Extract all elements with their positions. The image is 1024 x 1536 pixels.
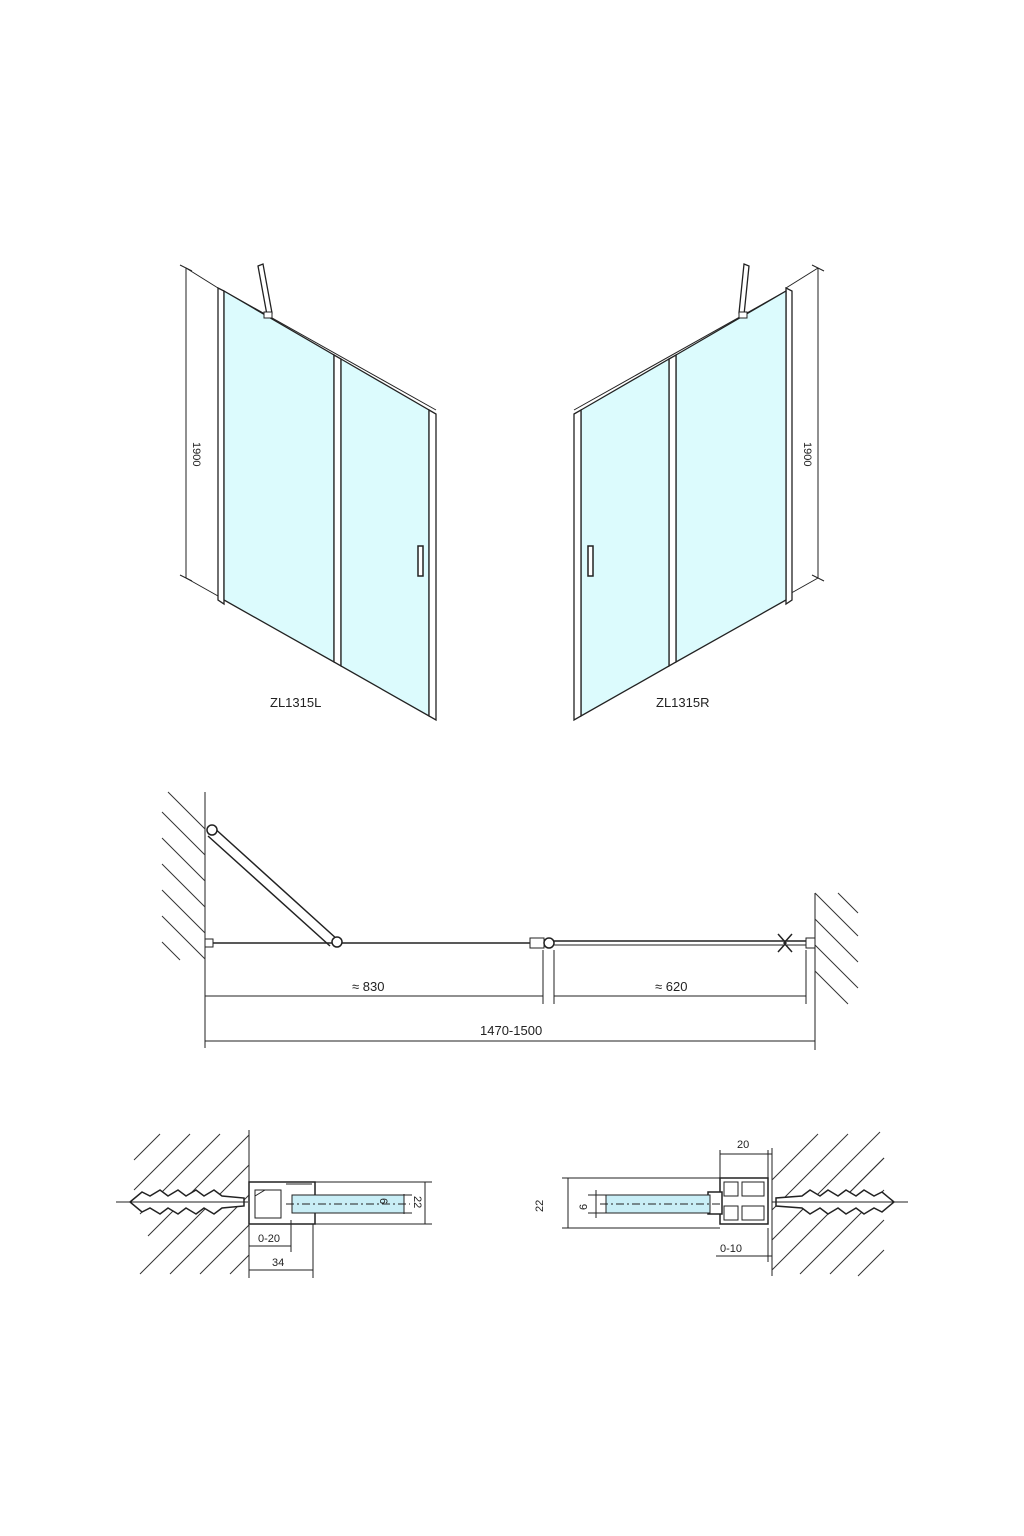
- door-glass-panel-left: [340, 357, 430, 718]
- profile-detail-right: 22 6 20 0-10: [534, 1131, 908, 1277]
- dim-fixed-label: ≈ 830: [352, 979, 384, 994]
- profile-depth-right: 22: [534, 1200, 546, 1212]
- glass-thickness-right: 6: [578, 1204, 590, 1210]
- clamp-icon: [331, 936, 343, 948]
- door-handle-right-icon: [587, 545, 594, 577]
- glass-thickness-left: 6: [377, 1198, 389, 1204]
- profile-width-label-left: 34: [272, 1257, 284, 1269]
- adjustment-label-right: 0-10: [720, 1243, 742, 1255]
- profile-detail-left: 6 22 0-20 34: [116, 1130, 432, 1278]
- dim-door-label: ≈ 620: [655, 979, 687, 994]
- fixed-glass-panel-left: [223, 289, 335, 664]
- door-glass-panel-right: [580, 357, 670, 718]
- stabilizer-bar-left: [257, 263, 273, 316]
- profile-depth-left: 22: [411, 1196, 423, 1208]
- elevation-right: 1900 ZL1315R: [573, 263, 825, 722]
- profile-width-label-right: 20: [737, 1139, 749, 1151]
- elevation-left: 1900 ZL1315L: [179, 263, 437, 722]
- left-wall-hatch: [161, 791, 206, 961]
- model-label-right: ZL1315R: [656, 695, 709, 710]
- door-seal-icon: [777, 933, 793, 953]
- right-wall-hatch: [814, 892, 859, 1005]
- height-label-left: 1900: [190, 442, 202, 466]
- stabilizer-bar-right: [738, 263, 750, 316]
- height-label-right: 1900: [801, 442, 813, 466]
- adjustment-label-left: 0-20: [258, 1233, 280, 1245]
- hinge-icon: [543, 937, 555, 949]
- plan-view: ≈ 830 ≈ 620 1470-1500: [161, 791, 859, 1050]
- door-handle-left-icon: [417, 545, 424, 577]
- wall-anchor-icon: [206, 824, 218, 836]
- model-label-left: ZL1315L: [270, 695, 321, 710]
- fixed-glass-panel-right: [675, 289, 787, 664]
- dim-total-label: 1470-1500: [480, 1023, 542, 1038]
